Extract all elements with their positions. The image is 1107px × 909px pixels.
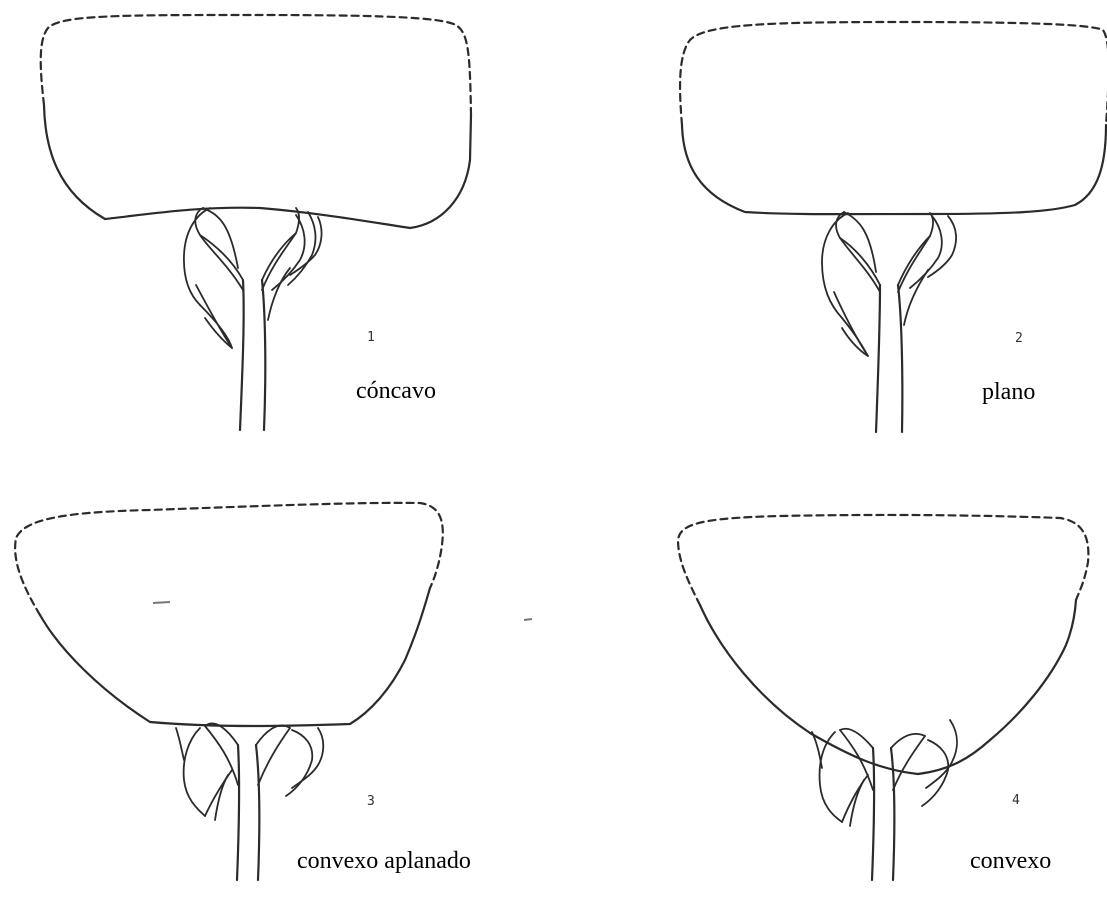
panel-caption: cóncavo bbox=[356, 378, 436, 404]
panel-flat: 2 plano bbox=[680, 22, 1107, 432]
flower-head-convex bbox=[678, 515, 1088, 774]
panel-number: 3 bbox=[367, 794, 375, 809]
panel-convex: 4 convexo bbox=[678, 515, 1088, 880]
flower-head-flat bbox=[680, 22, 1107, 214]
flower-head-flattened-convex bbox=[15, 503, 443, 726]
panel-number: 1 bbox=[367, 330, 375, 345]
panel-caption: convexo bbox=[970, 848, 1051, 874]
scan-speck bbox=[524, 619, 532, 620]
panel-concave: 1 cóncavo bbox=[41, 15, 471, 430]
panel-caption: convexo aplanado bbox=[297, 848, 471, 874]
stem-and-bracts-flat bbox=[822, 212, 956, 432]
stem-and-bracts-concave bbox=[184, 208, 322, 430]
panel-flattened-convex: 3 convexo aplanado bbox=[15, 503, 532, 880]
stem-and-bracts-convex bbox=[812, 720, 957, 880]
panel-number: 2 bbox=[1015, 331, 1023, 346]
scan-speck bbox=[153, 602, 170, 603]
panel-number: 4 bbox=[1012, 793, 1020, 808]
flower-head-concave bbox=[41, 15, 471, 228]
panel-caption: plano bbox=[982, 379, 1035, 405]
